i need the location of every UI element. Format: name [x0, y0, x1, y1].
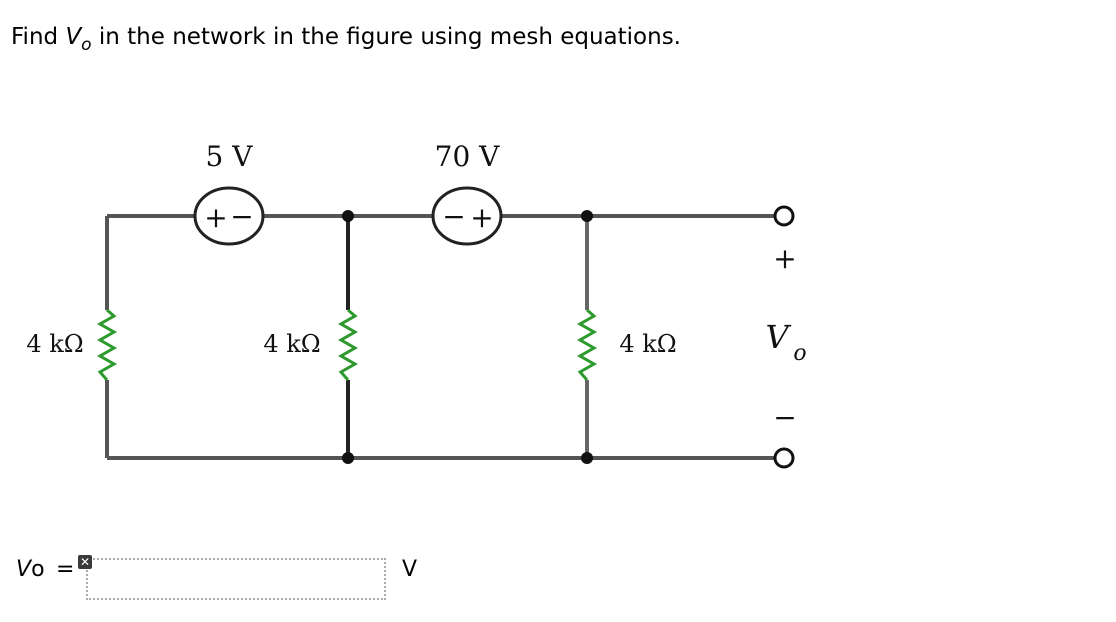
junction-dot-top-right — [581, 210, 593, 222]
answer-row: Vo = ✕ V — [16, 552, 456, 606]
source2-plus: + — [470, 201, 493, 234]
voltage-source-5v: + − — [193, 186, 265, 246]
junction-dot-top-middle — [342, 210, 354, 222]
resistor-left — [96, 308, 118, 381]
equals-sign: = — [56, 557, 75, 582]
vo-answer-input[interactable] — [86, 558, 386, 600]
resistor-middle — [337, 308, 359, 381]
junction-dot-bottom-middle — [342, 452, 354, 464]
question-sub: o — [81, 35, 92, 55]
question-text: Find Vo in the network in the figure usi… — [11, 24, 681, 55]
source2-minus: − — [442, 200, 465, 233]
question-suffix: in the network in the figure using mesh … — [91, 24, 681, 50]
resistor-left-label: 4 kΩ — [26, 330, 83, 358]
answer-unit: V — [402, 557, 418, 582]
source1-minus: − — [230, 200, 253, 233]
question-prefix: Find — [11, 24, 66, 50]
source1-plus: + — [204, 201, 227, 234]
resistor-middle-label: 4 kΩ — [263, 330, 320, 358]
resistor-right — [576, 308, 598, 381]
output-var: V — [765, 318, 791, 356]
source2-label: 70 V — [435, 140, 501, 173]
question-var: V — [65, 24, 82, 50]
output-terminal-top — [773, 205, 795, 227]
answer-label-var: V — [16, 557, 32, 582]
junction-dot-bottom-right — [581, 452, 593, 464]
answer-label: Vo — [16, 557, 45, 582]
answer-label-sub: o — [31, 557, 45, 582]
wrong-x-icon: ✕ — [78, 555, 92, 569]
source1-label: 5 V — [206, 140, 254, 173]
output-sub: o — [793, 341, 806, 366]
output-minus: − — [773, 401, 796, 434]
voltage-source-70v: − + — [431, 186, 503, 246]
output-plus: + — [773, 242, 796, 275]
resistor-right-label: 4 kΩ — [619, 330, 676, 358]
output-terminal-bottom — [773, 447, 795, 469]
